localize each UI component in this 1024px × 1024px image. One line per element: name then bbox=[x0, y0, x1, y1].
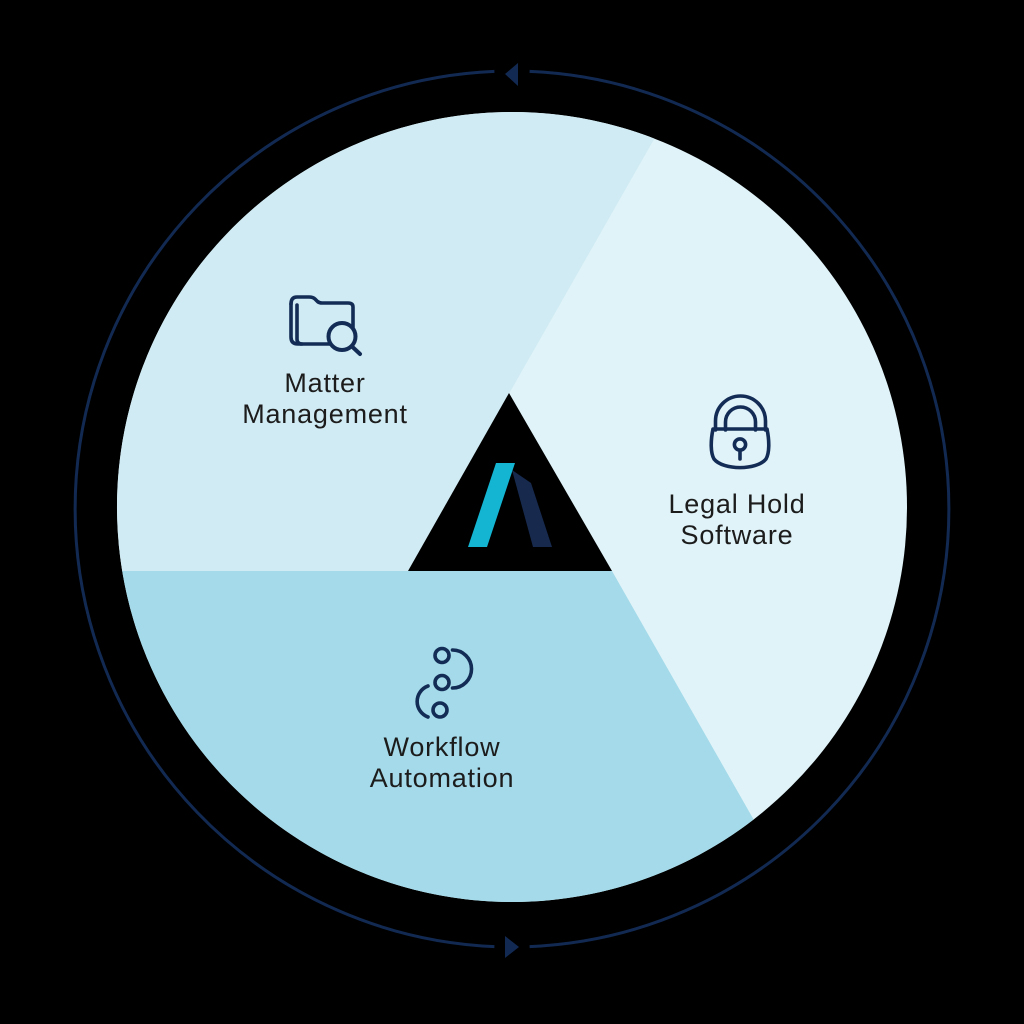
logo-triangle-background bbox=[408, 393, 612, 571]
matter-management-label: Matter Management bbox=[242, 368, 408, 430]
workflow-automation-label: Workflow Automation bbox=[370, 732, 515, 794]
label-line: Matter bbox=[284, 368, 366, 398]
lambda-logo-right-leg bbox=[512, 470, 552, 547]
label-line: Software bbox=[680, 520, 794, 550]
workflow-automation-segment bbox=[122, 571, 754, 903]
label-line: Legal Hold bbox=[668, 489, 806, 519]
label-line: Automation bbox=[369, 763, 515, 793]
padlock-icon bbox=[709, 394, 771, 470]
bottom-arrow-icon bbox=[505, 936, 519, 958]
center-triangle-logo bbox=[408, 393, 612, 571]
workflow-nodes-icon bbox=[415, 646, 474, 719]
folder-search-icon bbox=[289, 295, 362, 356]
label-line: Workflow bbox=[383, 732, 501, 762]
label-line: Management bbox=[242, 399, 408, 429]
top-arrow-icon bbox=[505, 63, 518, 86]
matter-management-segment bbox=[116, 112, 655, 571]
outer-cycle-ring bbox=[73, 63, 951, 958]
ring-left-arc bbox=[73, 69, 495, 949]
ring-right-arc bbox=[529, 69, 951, 949]
lambda-logo-left-leg bbox=[468, 463, 515, 547]
legal-hold-software-label: Legal Hold Software bbox=[668, 489, 805, 551]
